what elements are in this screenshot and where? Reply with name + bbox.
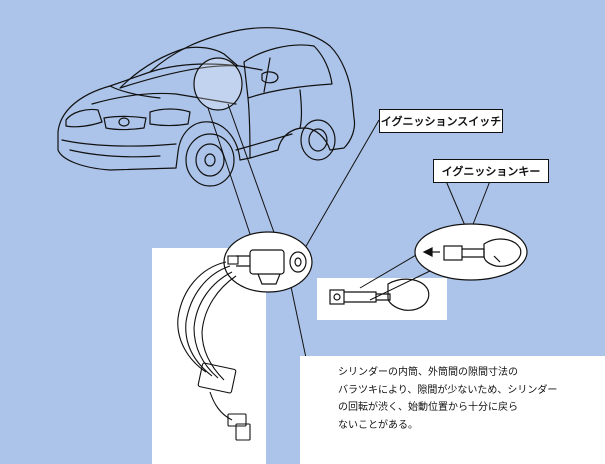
- response-logo-icon: [457, 434, 479, 456]
- ignition-switch-closeup: [223, 231, 313, 293]
- wiring-harness: [177, 255, 251, 441]
- ignition-switch-label-text: イグニッションスイッチ: [380, 115, 502, 128]
- note-line-1: シリンダーの内筒、外筒間の隙間寸法の: [338, 367, 518, 378]
- watermark-text: Response.: [480, 435, 583, 455]
- ignition-key-closeup: [414, 223, 528, 281]
- note-line-3: の回転が渋く、始動位置から十分に戻ら: [338, 402, 518, 413]
- ignition-key-label-text: イグニッションキー: [441, 165, 541, 178]
- note-line-4: ないことがある。: [338, 419, 418, 431]
- ignition-switch-label: イグニッションスイッチ: [379, 109, 503, 133]
- cylinder-assembly: [329, 278, 430, 311]
- note-line-2: バラツキにより、隙間が少ないため、シリンダー: [338, 384, 558, 396]
- explanation-note: シリンダーの内筒、外筒間の隙間寸法の バラツキにより、隙間が少ないため、シリンダ…: [300, 356, 605, 464]
- ignition-key-label: イグニッションキー: [433, 159, 549, 183]
- response-watermark: Response.: [456, 433, 596, 457]
- car-illustration: [57, 27, 356, 187]
- dashboard-magnifier: [193, 57, 243, 111]
